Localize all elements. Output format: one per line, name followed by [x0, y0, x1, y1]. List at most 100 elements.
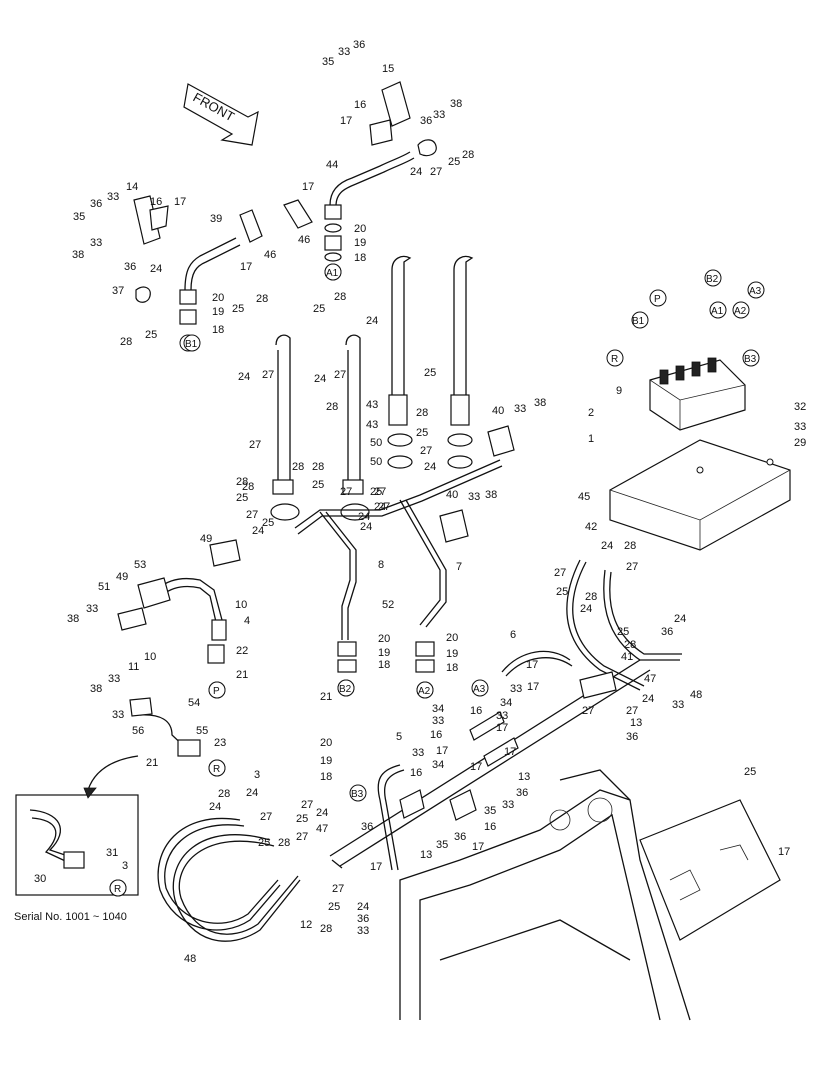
svg-text:A1: A1 [326, 268, 339, 279]
hoses-5-6 [377, 650, 573, 871]
svg-text:34: 34 [500, 697, 512, 709]
svg-text:21: 21 [146, 757, 158, 769]
svg-text:27: 27 [334, 369, 346, 381]
svg-text:16: 16 [354, 99, 366, 111]
svg-text:R: R [213, 764, 220, 775]
svg-text:20: 20 [320, 737, 332, 749]
svg-text:A2: A2 [418, 686, 431, 697]
svg-text:R: R [114, 884, 121, 895]
svg-text:25: 25 [236, 492, 248, 504]
port-r: R [208, 759, 226, 777]
svg-text:25: 25 [328, 901, 340, 913]
svg-text:33: 33 [672, 699, 684, 711]
svg-text:B2: B2 [706, 274, 719, 285]
svg-text:20: 20 [354, 223, 366, 235]
svg-text:24: 24 [150, 263, 162, 275]
svg-text:28: 28 [624, 639, 636, 651]
svg-text:24: 24 [238, 371, 250, 383]
svg-text:18: 18 [212, 324, 224, 336]
svg-text:27: 27 [582, 705, 594, 717]
svg-text:47: 47 [316, 823, 328, 835]
long-hoses-42 [157, 817, 301, 942]
svg-text:24: 24 [357, 901, 369, 913]
svg-text:51: 51 [98, 581, 110, 593]
svg-text:10: 10 [144, 651, 156, 663]
top-left-bracket-assembly [133, 195, 263, 352]
svg-text:24: 24 [252, 525, 264, 537]
port-p: P [208, 681, 226, 699]
svg-text:33: 33 [357, 925, 369, 937]
svg-text:25: 25 [262, 517, 274, 529]
svg-text:38: 38 [450, 98, 462, 110]
valve-port-b2: B2 [704, 269, 722, 287]
svg-text:A3: A3 [473, 684, 486, 695]
svg-text:24: 24 [316, 807, 328, 819]
svg-text:A3: A3 [749, 286, 762, 297]
svg-text:18: 18 [446, 662, 458, 674]
svg-text:11: 11 [128, 661, 139, 673]
svg-text:19: 19 [446, 648, 458, 660]
svg-text:4: 4 [244, 615, 250, 627]
valve-port-a2: A2 [732, 301, 750, 319]
svg-text:41: 41 [621, 651, 633, 663]
port-r-inset: R [109, 879, 127, 897]
left-pipe-assembly [117, 539, 241, 699]
svg-text:36: 36 [661, 626, 673, 638]
svg-text:A2: A2 [734, 306, 747, 317]
svg-text:19: 19 [320, 755, 332, 767]
svg-text:48: 48 [690, 689, 702, 701]
port-a3: A3 [471, 679, 489, 697]
svg-text:27: 27 [301, 799, 313, 811]
svg-text:33: 33 [514, 403, 526, 415]
port-b1: B1 [183, 334, 201, 352]
svg-text:24: 24 [642, 693, 654, 705]
svg-text:28: 28 [256, 293, 268, 305]
inset-caption: Serial No. 1001 ~ 1040 [14, 911, 127, 923]
svg-text:12: 12 [300, 919, 312, 931]
svg-text:36: 36 [454, 831, 466, 843]
svg-text:B2: B2 [339, 684, 352, 695]
top-bracket-assembly [283, 81, 437, 281]
svg-text:33: 33 [468, 491, 480, 503]
svg-text:23: 23 [214, 737, 226, 749]
svg-text:27: 27 [430, 166, 442, 178]
svg-text:25: 25 [416, 427, 428, 439]
port-b3: B3 [349, 784, 367, 802]
svg-text:R: R [611, 354, 618, 365]
svg-text:30: 30 [34, 873, 46, 885]
port-a1: A1 [324, 263, 342, 281]
svg-text:28: 28 [462, 149, 474, 161]
svg-text:35: 35 [322, 56, 334, 68]
svg-text:19: 19 [212, 306, 224, 318]
svg-text:47: 47 [644, 673, 656, 685]
svg-text:38: 38 [67, 613, 79, 625]
svg-text:24: 24 [358, 511, 370, 523]
svg-text:32: 32 [794, 401, 806, 413]
svg-text:17: 17 [174, 196, 186, 208]
svg-text:45: 45 [578, 491, 590, 503]
svg-text:31: 31 [106, 847, 118, 859]
svg-text:25: 25 [258, 837, 270, 849]
svg-text:49: 49 [116, 571, 128, 583]
svg-text:24: 24 [424, 461, 436, 473]
svg-text:24: 24 [209, 801, 221, 813]
svg-text:24: 24 [374, 501, 386, 513]
svg-text:13: 13 [630, 717, 642, 729]
cover-plate-9 [639, 799, 781, 941]
svg-text:55: 55 [196, 725, 208, 737]
svg-text:44: 44 [326, 159, 338, 171]
svg-text:38: 38 [90, 683, 102, 695]
svg-text:17: 17 [778, 846, 790, 858]
valve-port-b1: B1 [631, 311, 649, 329]
svg-text:33: 33 [90, 237, 102, 249]
svg-text:18: 18 [378, 659, 390, 671]
svg-text:B1: B1 [185, 339, 198, 350]
svg-text:16: 16 [430, 729, 442, 741]
svg-text:48: 48 [184, 953, 196, 965]
svg-text:28: 28 [278, 837, 290, 849]
svg-text:35: 35 [436, 839, 448, 851]
svg-text:18: 18 [354, 252, 366, 264]
svg-text:19: 19 [354, 237, 366, 249]
svg-text:27: 27 [262, 369, 274, 381]
svg-text:P: P [213, 686, 220, 697]
